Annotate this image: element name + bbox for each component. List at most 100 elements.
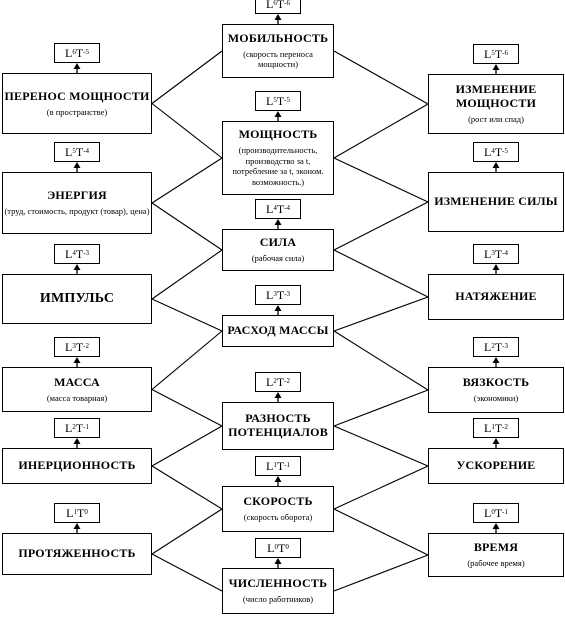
dim-symbol-t: T xyxy=(75,420,84,435)
box-r5: УСКОРЕНИЕ xyxy=(428,448,564,484)
box-subtitle: (скорость переноса мощности) xyxy=(243,48,313,70)
dimension-arrow-head xyxy=(274,111,282,117)
box-c3: СИЛА(рабочая сила) xyxy=(222,229,334,271)
dim-exp-t: -3 xyxy=(502,342,509,350)
box-r1: ИЗМЕНЕНИЕ МОЩНОСТИ (рост или спад) xyxy=(428,74,564,134)
dim-symbol-t: T xyxy=(276,458,285,473)
dimension-arrow-head xyxy=(274,219,282,225)
dim-exp-l: 1 xyxy=(491,423,495,431)
box-subtitle: (производительность, производство за t, … xyxy=(232,145,324,188)
dim-exp-t: -5 xyxy=(502,147,509,155)
dim-symbol-l: L xyxy=(483,420,492,435)
dimension-arrow-head xyxy=(492,64,500,70)
box-title: ПЕРЕНОС МОЩНОСТИ xyxy=(4,88,150,103)
dim-exp-l: 5 xyxy=(72,147,76,155)
box-l5: ИНЕРЦИОННОСТЬ xyxy=(2,448,152,484)
dimension-arrow-head xyxy=(492,264,500,270)
dim-symbol-l: L xyxy=(483,46,492,61)
dim-exp-t: 0 xyxy=(84,508,88,516)
dimension-arrow-head xyxy=(492,438,500,444)
box-c2: МОЩНОСТЬ (производительность, производств… xyxy=(222,121,334,195)
connector-line xyxy=(333,465,429,510)
connector-line xyxy=(151,465,223,510)
box-title: МОЩНОСТЬ xyxy=(238,127,318,142)
connector-line xyxy=(333,157,429,203)
dim-symbol-t: T xyxy=(75,339,84,354)
box-l3: ИМПУЛЬС xyxy=(2,274,152,324)
box-title: МАССА xyxy=(54,374,100,389)
connector-line xyxy=(151,553,223,592)
dim-symbol-l: L xyxy=(265,287,274,302)
dimension-arrow-head xyxy=(73,162,81,168)
dimension-arrow-head xyxy=(492,162,500,168)
dim-exp-t: -3 xyxy=(284,290,291,298)
box-l6: ПРОТЯЖЕННОСТЬ xyxy=(2,533,152,575)
box-subtitle: (рост или спад) xyxy=(468,113,524,124)
box-title: МОБИЛЬНОСТЬ xyxy=(227,30,329,45)
box-title: ИЗМЕНЕНИЕ МОЩНОСТИ xyxy=(455,82,537,111)
connector-line xyxy=(151,50,223,104)
box-subtitle: (в пространстве) xyxy=(46,106,108,117)
dim-exp-l: 3 xyxy=(72,342,76,350)
connector-line xyxy=(151,298,223,332)
dim-exp-t: -6 xyxy=(284,0,291,7)
dim-symbol-t: T xyxy=(494,246,503,261)
dim-symbol-l: L xyxy=(265,374,274,389)
dim-symbol-t: T xyxy=(276,201,285,216)
dim-exp-t: -4 xyxy=(83,147,90,155)
dim-exp-l: 0 xyxy=(491,508,495,516)
connector-line xyxy=(333,389,429,427)
box-subtitle: (скорость оборота) xyxy=(243,512,313,523)
connector-line xyxy=(151,103,223,159)
connector-line xyxy=(151,249,223,300)
dim-symbol-t: T xyxy=(276,0,285,11)
dim-exp-l: 4 xyxy=(72,249,76,257)
dim-symbol-t: T xyxy=(494,505,503,520)
connector-line xyxy=(333,508,429,556)
dim-symbol-l: L xyxy=(64,144,73,159)
dim-symbol-t: T xyxy=(276,93,285,108)
box-subtitle: (масса товарная) xyxy=(46,392,108,403)
dim-symbol-l: L xyxy=(483,339,492,354)
box-title: НАТЯЖЕНИЕ xyxy=(455,289,537,304)
dim-symbol-t: T xyxy=(494,144,503,159)
dim-symbol-t: T xyxy=(75,246,84,261)
connector-line xyxy=(333,50,429,105)
connector-line xyxy=(151,330,223,390)
dim-exp-t: -1 xyxy=(502,508,509,516)
dim-exp-t: 0 xyxy=(285,543,289,551)
connector-line xyxy=(333,296,429,332)
box-title: ЭНЕРГИЯ xyxy=(47,188,107,203)
dim-symbol-l: L xyxy=(265,458,274,473)
box-r6: ВРЕМЯ(рабочее время) xyxy=(428,533,564,577)
dimension-arrow-head xyxy=(274,305,282,311)
dim-symbol-l: L xyxy=(267,540,275,555)
box-subtitle: (рабочее время) xyxy=(467,558,525,569)
dimension-arrow-head xyxy=(274,392,282,398)
dim-exp-l: 5 xyxy=(273,96,277,104)
dim-symbol-l: L xyxy=(66,505,74,520)
dim-symbol-t: T xyxy=(276,374,285,389)
connector-line xyxy=(333,103,429,159)
dim-symbol-t: T xyxy=(75,45,84,60)
dim-exp-t: -1 xyxy=(284,461,291,469)
box-c1: МОБИЛЬНОСТЬ (скорость переноса мощности) xyxy=(222,24,334,78)
dim-exp-l: 1 xyxy=(273,461,277,469)
dim-exp-t: -2 xyxy=(83,342,90,350)
box-title: ИЗМЕНЕНИЕ СИЛЫ xyxy=(434,194,558,209)
dim-symbol-l: L xyxy=(483,246,492,261)
connector-line xyxy=(151,389,223,427)
dim-exp-l: 2 xyxy=(491,342,495,350)
dim-exp-t: -1 xyxy=(83,423,90,431)
